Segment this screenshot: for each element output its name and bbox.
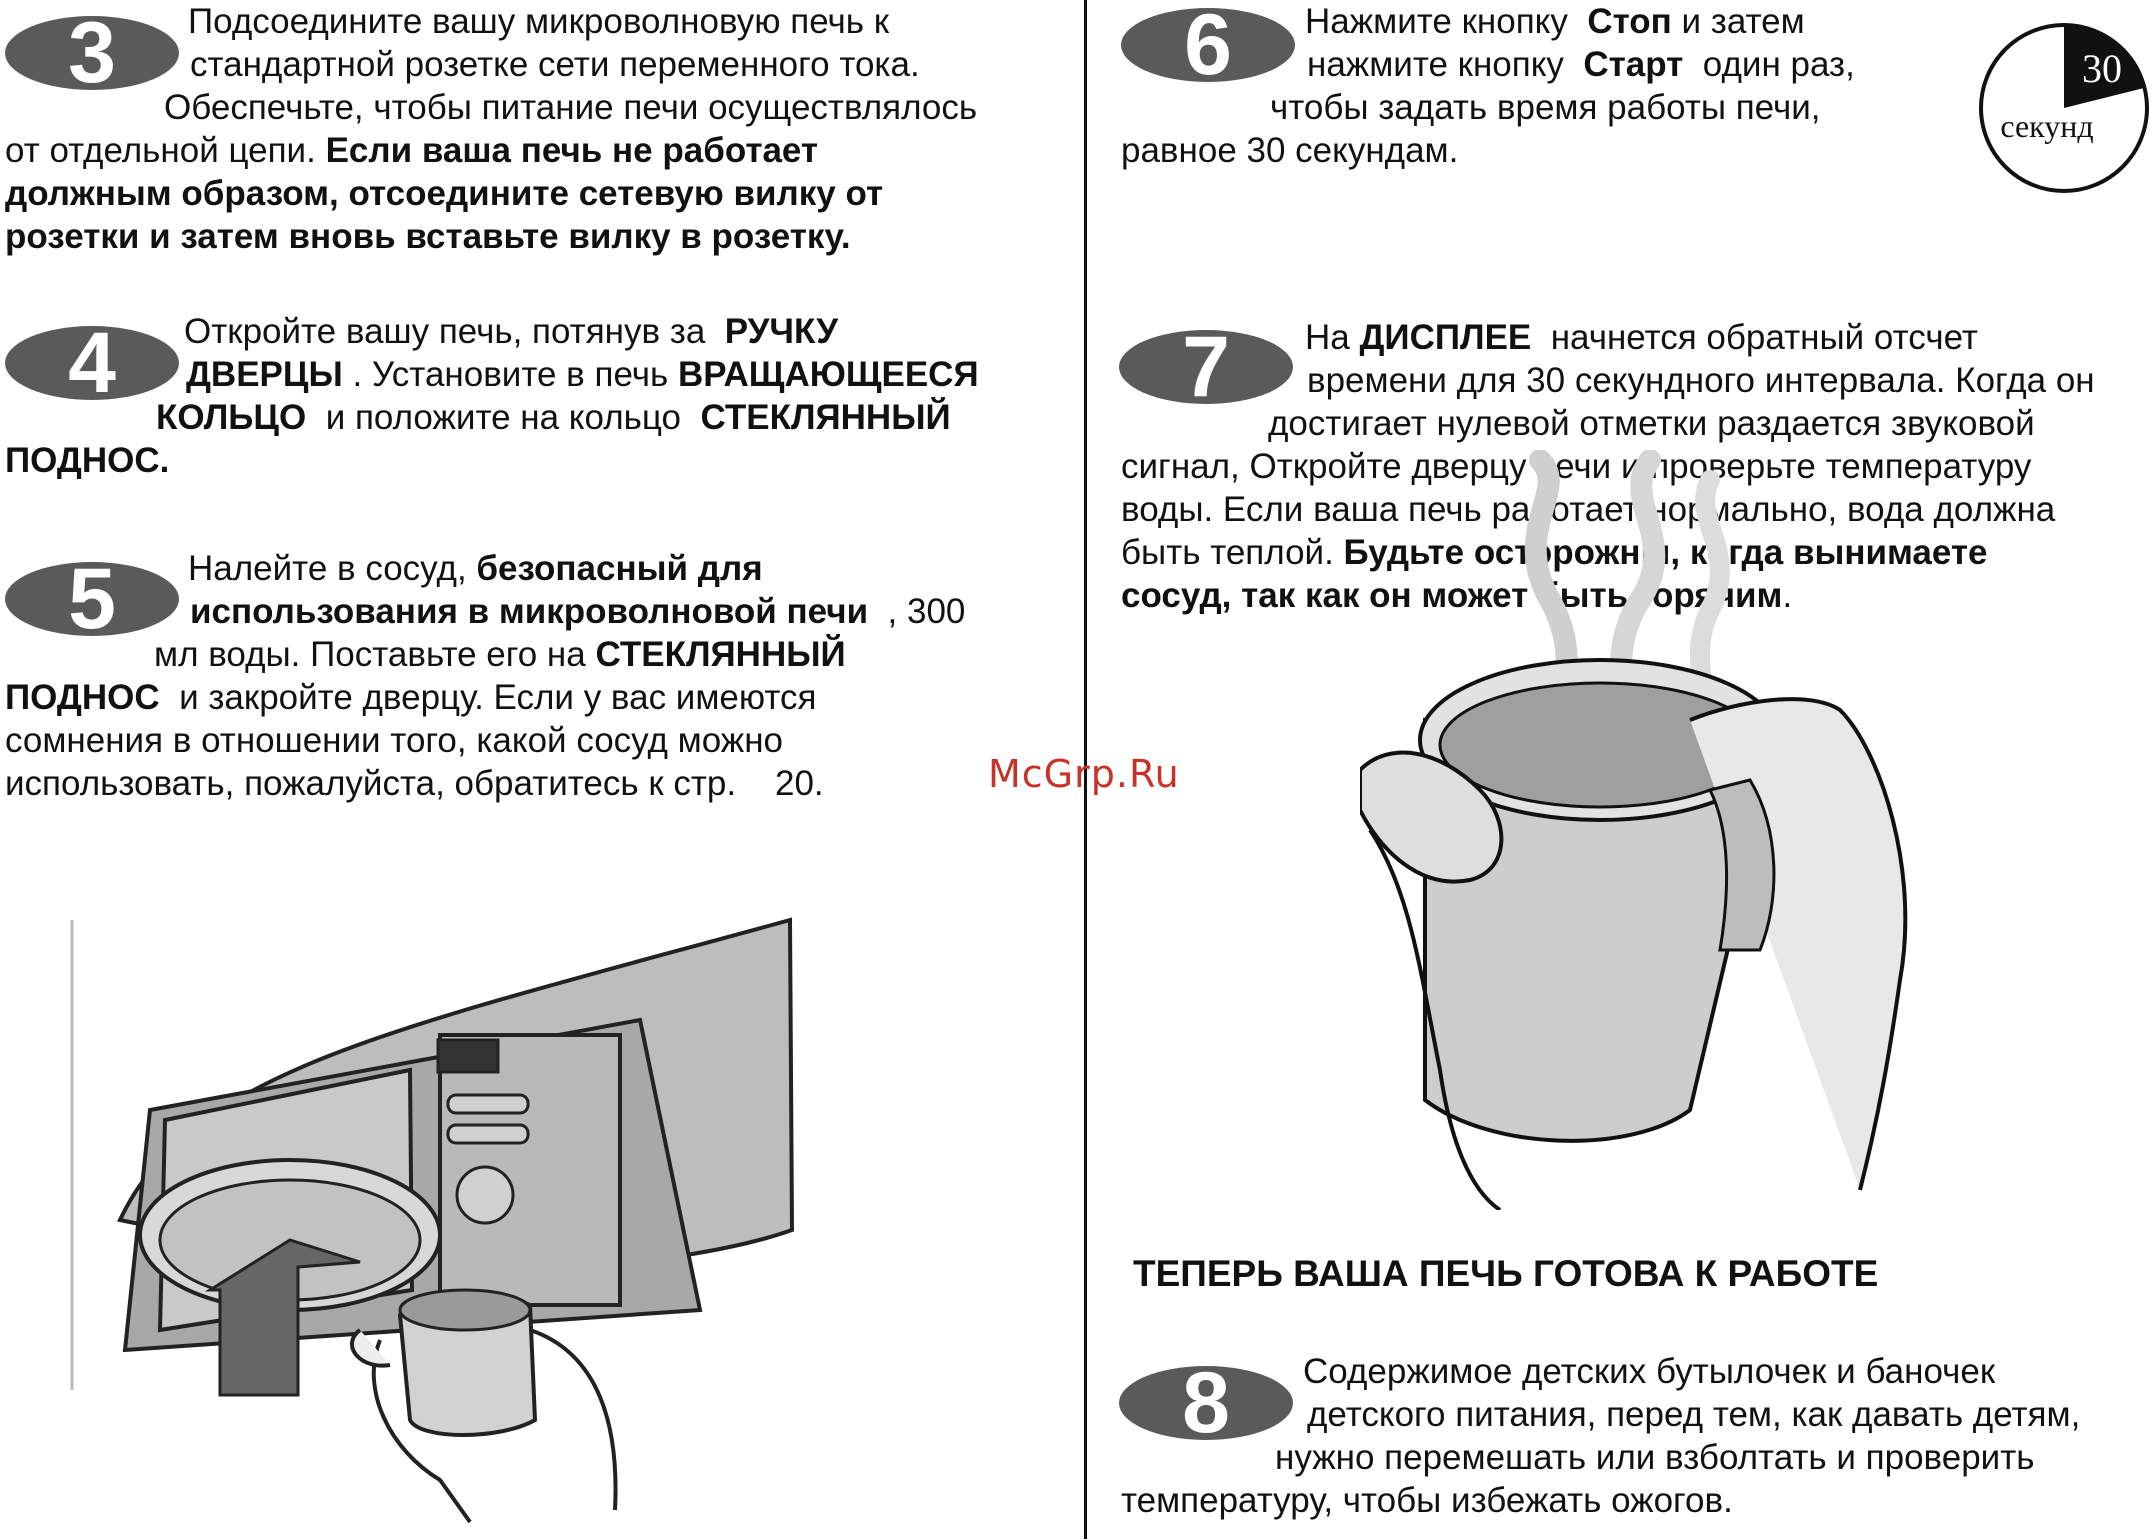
text-run: , 300 <box>887 592 966 631</box>
text-line: нажмите кнопку Старт один раз, <box>1307 43 1855 87</box>
microwave-drawing <box>70 917 795 1524</box>
text-run: и положите на кольцо <box>325 398 681 437</box>
microwave-illustration <box>60 910 820 1535</box>
text-line: Откройте вашу печь, потянув за РУЧКУ <box>184 310 838 354</box>
text-line: На ДИСПЛЕЕ начнется обратный отсчет <box>1305 316 1978 360</box>
text-run: На <box>1305 318 1350 357</box>
watermark: McGrp.Ru <box>988 752 1180 796</box>
text-run-bold: ПОДНОС <box>5 441 160 480</box>
text-line: ДВЕРЦЫ . Установите в печь ВРАЩАЮЩЕЕСЯ <box>186 353 979 397</box>
text-line: времени для 30 секундного интервала. Ког… <box>1307 361 2095 400</box>
text-run: от отдельной цепи. <box>5 131 316 170</box>
timer-unit: секунд <box>2000 108 2093 144</box>
hot-cup-illustration <box>1358 449 1920 1215</box>
text-line: нужно перемешать или взболтать и провери… <box>1275 1438 2035 1477</box>
text-line-bold: должным образом, отсоедините сетевую вил… <box>5 174 884 213</box>
step-badge-shape: 3 <box>5 12 179 94</box>
text-line: температуру, чтобы избежать ожогов. <box>1121 1481 1733 1520</box>
timer-icon: 30 секунд <box>1976 20 2152 201</box>
text-line: Налейте в сосуд, безопасный для <box>188 547 763 591</box>
text-run-bold: Стоп <box>1587 2 1672 41</box>
text-run-bold: . <box>159 441 170 480</box>
text-line: чтобы задать время работы печи, <box>1270 88 1821 127</box>
text-run: нажмите кнопку <box>1307 45 1564 84</box>
text-run-bold: ДИСПЛЕЕ <box>1359 318 1532 357</box>
text-run: . <box>1782 576 1793 615</box>
text-line: использовать, пожалуйста, обратитесь к с… <box>5 762 824 806</box>
text-line: Подсоедините вашу микроволновую печь к <box>188 2 890 41</box>
text-run-bold: Старт <box>1583 45 1684 84</box>
text-run-bold: РУЧКУ <box>724 312 839 351</box>
step-badge-shape: 7 <box>1119 326 1293 408</box>
text-line: Нажмите кнопку Стоп и затем <box>1305 0 1805 44</box>
text-run-bold: КОЛЬЦО <box>156 398 307 437</box>
text-run: использовать, пожалуйста, обратитесь к с… <box>5 764 737 803</box>
text-run-bold: ПОДНОС <box>5 678 160 717</box>
text-line: достигает нулевой отметки раздается звук… <box>1268 404 2035 443</box>
step-7-badge: 7 <box>1118 326 1294 408</box>
text-run: Налейте в сосуд, <box>188 549 467 588</box>
text-line: детского питания, перед тем, как давать … <box>1307 1395 2081 1434</box>
text-run-bold: СТЕКЛЯННЫЙ <box>700 398 951 437</box>
step-number: 8 <box>1182 1362 1230 1444</box>
text-line: сигнал, Откройте дверцу печи и проверьте… <box>1121 447 2032 486</box>
step-number: 3 <box>68 12 116 94</box>
text-run: быть теплой. <box>1121 533 1334 572</box>
step-number: 6 <box>1184 4 1232 86</box>
text-line: от отдельной цепи. Если ваша печь не раб… <box>5 129 818 173</box>
page-reference: 20. <box>775 764 824 803</box>
text-line: равное 30 секундам. <box>1121 131 1459 170</box>
step-8-badge: 8 <box>1118 1362 1294 1444</box>
text-run-bold: ВРАЩАЮЩЕЕСЯ <box>677 355 979 394</box>
text-line: воды. Если ваша печь работает нормально,… <box>1121 490 2056 529</box>
step-number: 5 <box>68 558 116 640</box>
text-run-bold: ДВЕРЦЫ <box>186 355 343 394</box>
cup-drawing <box>1358 449 1908 1212</box>
step-number: 4 <box>68 322 116 404</box>
ready-heading: ТЕПЕРЬ ВАША ПЕЧЬ ГОТОВА К РАБОТЕ <box>1133 1253 1879 1294</box>
step-badge-shape: 4 <box>5 322 179 404</box>
step-5-badge: 5 <box>4 558 180 640</box>
text-line-bold: розетки и затем вновь вставьте вилку в р… <box>5 217 851 256</box>
text-line: быть теплой. Будьте осторожны, когда вын… <box>1121 531 1988 575</box>
text-run: . Установите в печь <box>352 355 669 394</box>
text-run-bold: безопасный для <box>476 549 763 588</box>
text-line: стандартной розетке сети переменного ток… <box>190 45 920 84</box>
text-run: мл воды. Поставьте его на <box>154 635 586 674</box>
text-run: один раз, <box>1702 45 1855 84</box>
timer-value: 30 <box>2082 46 2122 91</box>
text-line: сосуд, так как он может быть горячим. <box>1121 574 1792 618</box>
text-line: Обеспечьте, чтобы питание печи осуществл… <box>164 88 978 127</box>
text-line: Содержимое детских бутылочек и баночек <box>1303 1352 1996 1391</box>
text-line: сомнения в отношении того, какой сосуд м… <box>5 721 783 760</box>
text-line: мл воды. Поставьте его на СТЕКЛЯННЫЙ <box>154 633 846 677</box>
text-line: ПОДНОС и закройте дверцу. Если у вас име… <box>5 676 816 720</box>
column-divider <box>1084 0 1087 1539</box>
timer-dial: 30 секунд <box>1979 23 2149 193</box>
text-run-bold: Будьте осторожны, когда вынимаете <box>1343 533 1988 572</box>
text-run: Откройте вашу печь, потянув за <box>184 312 706 351</box>
step-badge-shape: 6 <box>1121 4 1295 86</box>
text-run-bold: Если ваша печь не работает <box>325 131 819 170</box>
step-number: 7 <box>1182 326 1230 408</box>
step-badge-shape: 5 <box>5 558 179 640</box>
text-run-bold: СТЕКЛЯННЫЙ <box>595 635 846 674</box>
step-6-badge: 6 <box>1120 4 1296 86</box>
step-3-badge: 3 <box>4 12 180 94</box>
step-badge-shape: 8 <box>1119 1362 1293 1444</box>
text-run: и закройте дверцу. Если у вас имеются <box>179 678 817 717</box>
step-4-badge: 4 <box>4 322 180 404</box>
text-run-bold: использования в микроволновой печи <box>190 592 869 631</box>
text-run: и затем <box>1681 2 1805 41</box>
text-line: использования в микроволновой печи , 300 <box>190 590 965 634</box>
text-run: начнется обратный отсчет <box>1550 318 1978 357</box>
text-line: ПОДНОС. <box>5 439 169 483</box>
text-run: Нажмите кнопку <box>1305 2 1568 41</box>
text-run-bold: сосуд, так как он может быть горячим <box>1121 576 1783 615</box>
text-line: КОЛЬЦО и положите на кольцо СТЕКЛЯННЫЙ <box>156 396 951 440</box>
